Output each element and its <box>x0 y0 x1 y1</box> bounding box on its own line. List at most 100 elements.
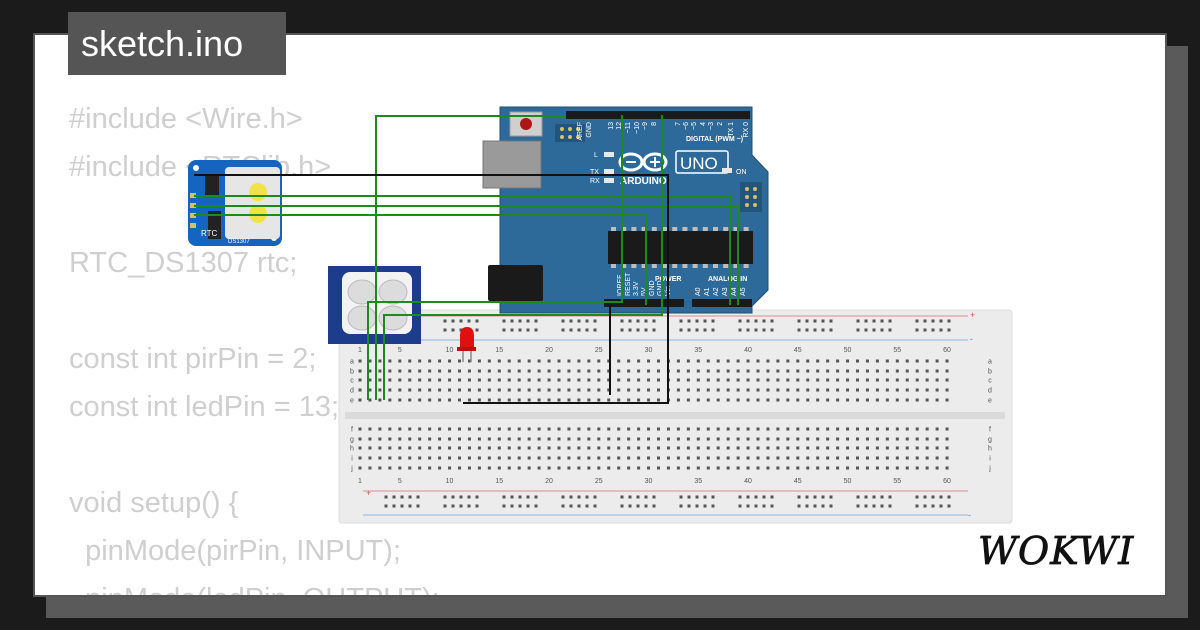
breadboard-hole[interactable] <box>567 437 571 441</box>
breadboard-hole[interactable] <box>905 369 909 373</box>
rail-hole[interactable] <box>679 319 683 323</box>
breadboard-hole[interactable] <box>816 456 820 460</box>
rail-hole[interactable] <box>443 319 447 323</box>
breadboard-hole[interactable] <box>547 369 551 373</box>
breadboard-hole[interactable] <box>378 398 382 402</box>
breadboard-hole[interactable] <box>418 437 422 441</box>
breadboard-hole[interactable] <box>567 446 571 450</box>
breadboard-hole[interactable] <box>438 437 442 441</box>
rail-hole[interactable] <box>585 319 589 323</box>
rail-hole[interactable] <box>939 319 943 323</box>
breadboard-hole[interactable] <box>388 427 392 431</box>
rail-hole[interactable] <box>475 504 479 508</box>
rail-hole[interactable] <box>392 495 396 499</box>
breadboard-hole[interactable] <box>786 378 790 382</box>
breadboard-hole[interactable] <box>856 466 859 470</box>
breadboard-hole[interactable] <box>875 369 879 373</box>
rail-hole[interactable] <box>746 319 750 323</box>
breadboard-hole[interactable] <box>945 369 949 373</box>
breadboard-hole[interactable] <box>597 427 601 431</box>
breadboard-hole[interactable] <box>856 378 859 382</box>
breadboard-hole[interactable] <box>826 427 830 431</box>
breadboard-hole[interactable] <box>895 446 899 450</box>
rail-hole[interactable] <box>947 328 951 332</box>
breadboard-hole[interactable] <box>388 378 392 382</box>
rail-hole[interactable] <box>620 504 624 508</box>
breadboard-hole[interactable] <box>537 359 541 363</box>
breadboard-hole[interactable] <box>368 427 372 431</box>
rail-hole[interactable] <box>652 495 656 499</box>
breadboard-hole[interactable] <box>786 388 790 392</box>
breadboard-hole[interactable] <box>686 388 690 392</box>
breadboard-hole[interactable] <box>477 456 481 460</box>
breadboard-hole[interactable] <box>378 427 382 431</box>
breadboard-hole[interactable] <box>935 398 939 402</box>
breadboard-hole[interactable] <box>647 437 651 441</box>
rail-hole[interactable] <box>628 504 632 508</box>
breadboard-hole[interactable] <box>428 359 432 363</box>
breadboard-hole[interactable] <box>915 466 919 470</box>
breadboard-hole[interactable] <box>547 437 551 441</box>
breadboard-hole[interactable] <box>428 388 432 392</box>
breadboard-hole[interactable] <box>577 437 581 441</box>
breadboard-hole[interactable] <box>786 427 790 431</box>
breadboard-hole[interactable] <box>836 446 840 450</box>
breadboard-hole[interactable] <box>657 359 660 363</box>
breadboard-hole[interactable] <box>905 359 909 363</box>
breadboard-hole[interactable] <box>398 359 402 363</box>
breadboard-hole[interactable] <box>746 437 750 441</box>
breadboard-hole[interactable] <box>836 456 840 460</box>
breadboard-hole[interactable] <box>716 359 720 363</box>
breadboard-hole[interactable] <box>388 437 392 441</box>
rail-hole[interactable] <box>687 319 691 323</box>
rail-hole[interactable] <box>746 328 750 332</box>
breadboard-hole[interactable] <box>497 369 501 373</box>
breadboard-hole[interactable] <box>826 466 830 470</box>
breadboard-hole[interactable] <box>885 369 889 373</box>
rail-hole[interactable] <box>628 319 632 323</box>
rail-hole[interactable] <box>679 495 683 499</box>
breadboard-hole[interactable] <box>587 446 591 450</box>
breadboard-hole[interactable] <box>597 359 601 363</box>
breadboard-hole[interactable] <box>358 427 362 431</box>
rail-hole[interactable] <box>593 319 597 323</box>
rail-hole[interactable] <box>644 328 648 332</box>
rail-hole[interactable] <box>738 504 742 508</box>
breadboard-hole[interactable] <box>388 466 392 470</box>
breadboard-hole[interactable] <box>647 398 651 402</box>
breadboard-hole[interactable] <box>527 369 531 373</box>
breadboard-hole[interactable] <box>597 369 601 373</box>
rail-hole[interactable] <box>408 495 412 499</box>
breadboard-hole[interactable] <box>627 456 631 460</box>
breadboard-hole[interactable] <box>527 456 531 460</box>
breadboard-hole[interactable] <box>487 466 491 470</box>
breadboard-hole[interactable] <box>925 378 929 382</box>
rail-hole[interactable] <box>636 319 640 323</box>
breadboard-hole[interactable] <box>398 437 402 441</box>
rail-hole[interactable] <box>813 495 817 499</box>
breadboard-hole[interactable] <box>527 359 531 363</box>
breadboard-hole[interactable] <box>398 369 402 373</box>
breadboard-hole[interactable] <box>686 427 690 431</box>
breadboard-hole[interactable] <box>915 388 919 392</box>
breadboard-hole[interactable] <box>826 359 830 363</box>
rail-hole[interactable] <box>569 495 573 499</box>
breadboard-hole[interactable] <box>607 456 611 460</box>
breadboard-hole[interactable] <box>676 359 680 363</box>
rail-hole[interactable] <box>821 319 825 323</box>
breadboard-hole[interactable] <box>607 369 611 373</box>
rail-hole[interactable] <box>829 319 833 323</box>
breadboard-hole[interactable] <box>477 388 481 392</box>
rail-hole[interactable] <box>813 319 817 323</box>
rail-hole[interactable] <box>467 504 471 508</box>
rail-hole[interactable] <box>888 504 892 508</box>
rail-hole[interactable] <box>384 495 388 499</box>
rail-hole[interactable] <box>703 328 707 332</box>
breadboard-hole[interactable] <box>467 388 471 392</box>
rail-hole[interactable] <box>762 504 766 508</box>
breadboard-hole[interactable] <box>378 456 382 460</box>
rail-hole[interactable] <box>451 504 455 508</box>
breadboard-hole[interactable] <box>647 378 651 382</box>
breadboard-hole[interactable] <box>806 398 810 402</box>
breadboard-hole[interactable] <box>925 446 929 450</box>
